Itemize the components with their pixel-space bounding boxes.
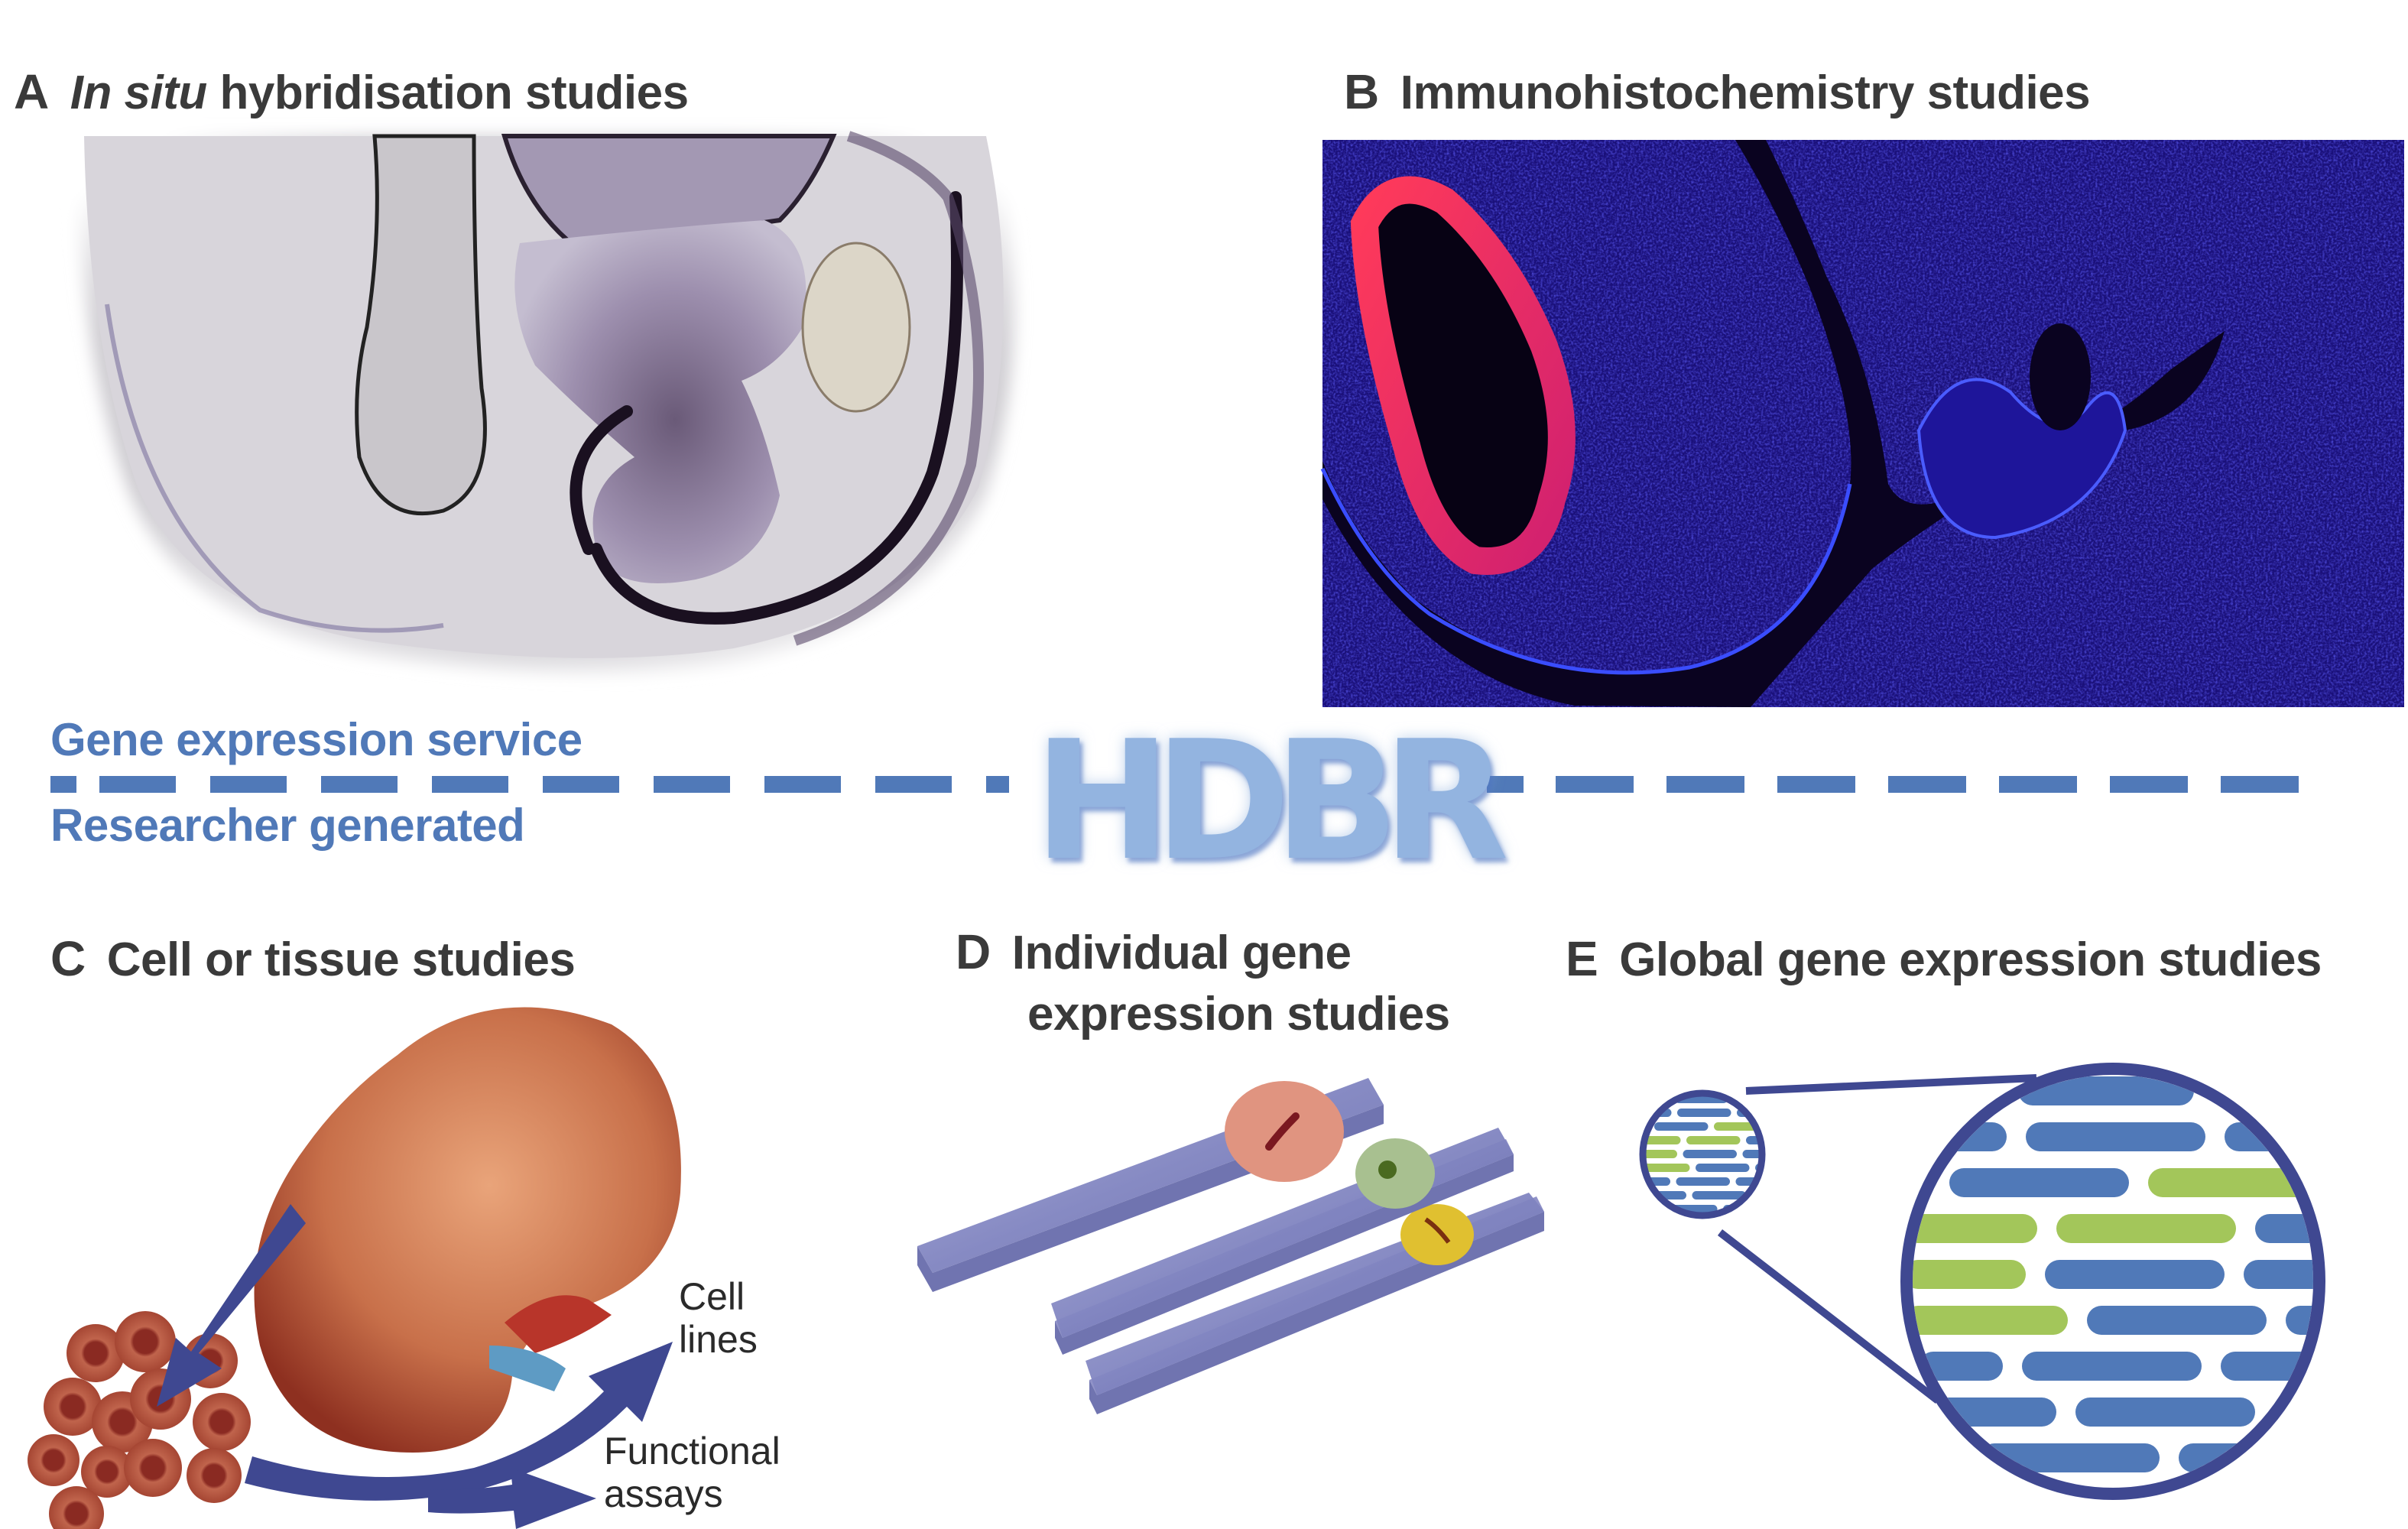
panel-letter: C <box>50 931 86 986</box>
panel-e-heading: E Global gene expression studies <box>1566 934 2322 984</box>
blue-probe-bar <box>1751 1191 1762 1200</box>
green-probe-bar <box>1913 1260 2026 1289</box>
blue-probe-bar <box>2022 1352 2202 1381</box>
panel-d-title-line1: Individual gene <box>1011 927 1352 979</box>
left-cortex-line <box>105 304 444 633</box>
renal-artery-icon <box>505 1295 612 1353</box>
slide-2 <box>1051 1128 1514 1355</box>
zoom-line-top <box>1745 1074 2037 1095</box>
panel-a-title: hybridisation studies <box>206 67 690 119</box>
dark-cavity <box>2030 323 2091 430</box>
blue-probe-bar <box>1919 1352 2003 1381</box>
panel-c-title: Cell or tissue studies <box>106 933 576 986</box>
dashed-divider-right <box>1487 776 2332 793</box>
green-probe-bar <box>1714 1122 1762 1131</box>
inner-fold <box>1916 378 2127 540</box>
green-probe-bar <box>1643 1164 1690 1172</box>
outer-rim <box>793 131 984 646</box>
panel-letter: A <box>14 64 49 119</box>
green-probe-bar <box>1643 1150 1677 1158</box>
gene-expression-service-label: Gene expression service <box>50 714 583 765</box>
choroid-plexus <box>801 242 911 413</box>
functional-assays-label: Functional assays <box>604 1430 780 1515</box>
panel-b-heading: B Immunohistochemistry studies <box>1344 64 2091 119</box>
blue-probe-bar <box>1980 1443 2160 1472</box>
arrow-to-cells-icon <box>157 1204 306 1407</box>
hdbr-logo: HDBR <box>1034 705 1509 897</box>
lobe-purple-main <box>514 220 806 583</box>
functional-label-line1: Functional <box>604 1430 780 1472</box>
cell-lines-label-line2: lines <box>679 1318 758 1361</box>
kidney-cells-illustration <box>28 1007 681 1529</box>
blue-probe-bar <box>2255 1214 2313 1243</box>
blue-probe-bar <box>2018 1076 2194 1105</box>
blue-probe-bar <box>2286 1306 2313 1335</box>
green-probe-bar <box>1686 1136 1741 1144</box>
blue-probe-bar <box>1934 1398 2056 1427</box>
functional-label-line2: assays <box>604 1472 723 1515</box>
cell-lines-label-line1: Cell <box>679 1275 745 1318</box>
dark-rim <box>570 191 963 625</box>
panel-letter: E <box>1566 931 1598 986</box>
blue-probe-bar <box>1949 1168 2129 1197</box>
blue-probe-bar <box>1742 1150 1762 1158</box>
panel-e-title: Global gene expression studies <box>1619 933 2322 986</box>
microscope-slides-illustration <box>917 1078 1544 1414</box>
slide-1 <box>917 1078 1384 1292</box>
arrow-to-cell-lines-icon <box>245 1342 673 1501</box>
microarray-zoom-illustration <box>1639 1063 2325 1500</box>
renal-vein-icon <box>489 1346 566 1391</box>
blue-probe-bar <box>2087 1306 2267 1335</box>
midline-lobe <box>355 134 487 516</box>
blue-probe-bar <box>1683 1150 1737 1158</box>
panel-b-title: Immunohistochemistry studies <box>1400 67 2091 119</box>
blue-probe-bar <box>2026 1122 2205 1151</box>
blue-probe-bar <box>1654 1122 1709 1131</box>
dashed-divider-left <box>50 776 1009 793</box>
panel-c-heading: C Cell or tissue studies <box>50 931 576 986</box>
panel-d-title-line2: expression studies <box>1027 988 1450 1040</box>
green-probe-bar <box>1913 1214 2037 1243</box>
arrow-to-functional-assays-icon <box>428 1468 596 1529</box>
green-probe-bar <box>1643 1136 1681 1144</box>
ventricle-ring <box>1350 176 1576 575</box>
cell-lines-label: Cell lines <box>679 1275 758 1361</box>
blue-probe-bar <box>1696 1164 1750 1172</box>
panel-d-heading: D Individual gene expression studies <box>956 921 1450 1045</box>
immunohistochemistry-image <box>1320 140 2404 707</box>
zoom-line-bottom <box>1717 1229 1941 1404</box>
blue-probe-bar <box>1676 1177 1730 1186</box>
green-probe-bar <box>2056 1214 2236 1243</box>
blue-probe-bar <box>1677 1109 1731 1117</box>
blue-probe-bar <box>2075 1398 2255 1427</box>
large-array-icon <box>1913 1076 2313 1472</box>
in-situ-hybridisation-image <box>76 131 1015 674</box>
panel-a-heading: A In situ hybridisation studies <box>14 67 689 117</box>
arrows <box>157 1204 673 1529</box>
panel-letter: B <box>1344 64 1379 119</box>
blue-membrane <box>1320 467 1852 675</box>
kidney-icon <box>254 1007 681 1453</box>
blue-probe-bar <box>1692 1191 1746 1200</box>
researcher-generated-label: Researcher generated <box>50 800 525 851</box>
blue-probe-bar <box>2244 1260 2313 1289</box>
green-probe-bar <box>1913 1306 2068 1335</box>
blue-probe-bar <box>2045 1260 2225 1289</box>
slide-3 <box>1086 1193 1544 1414</box>
yellow-sample-icon <box>1400 1204 1474 1265</box>
panel-a-title-italic: In situ <box>70 67 208 119</box>
cell-cluster-icon <box>28 1311 251 1529</box>
panel-letter: D <box>956 924 991 979</box>
